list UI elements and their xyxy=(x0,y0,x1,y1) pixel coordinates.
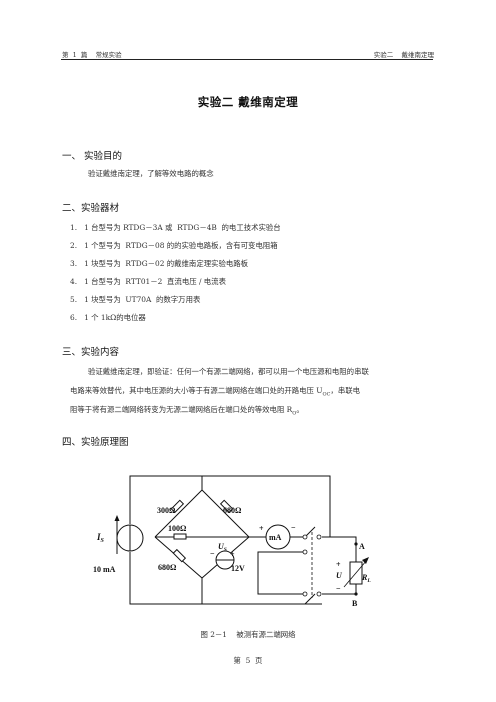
bridge-top-right xyxy=(201,489,250,538)
label-u: U xyxy=(336,571,343,580)
label-ma-minus: − xyxy=(291,523,296,532)
label-us-value: 12V xyxy=(231,564,245,573)
label-is: IS xyxy=(96,532,105,544)
content-subscript: OC xyxy=(322,391,331,398)
header-left: 第 1 篇 常规实验 xyxy=(62,51,122,59)
figure-caption: 图 2－1 被测有源二端网络 xyxy=(200,630,296,639)
label-is-value: 10 mA xyxy=(93,565,116,574)
resistor-300 xyxy=(170,499,185,514)
content-text: ，串联电 xyxy=(330,386,360,395)
page-footer: 第 5 页 xyxy=(233,656,263,665)
label-us-plus: + xyxy=(230,550,235,559)
resistor-680-bottom xyxy=(172,548,187,563)
content-text: 电路来等效替代，其中电压源的大小等于有源二端网络在端口处的开路电压 U xyxy=(70,386,323,395)
label-r300: 300Ω xyxy=(157,506,176,515)
label-rl: RL xyxy=(361,573,371,584)
content-subscript: O xyxy=(292,410,297,417)
wire-load-top xyxy=(322,536,357,562)
switch-contact xyxy=(316,591,322,597)
equipment-item: 3. 1 块型号为 RTDG－02 的戴维南定理实验电路板 xyxy=(70,259,249,268)
header-right: 实验二 戴维南定理 xyxy=(373,51,434,59)
label-us-minus: − xyxy=(210,549,215,558)
content-text: 阻等于将有源二端网络转变为无源二端网络后在端口处的等效电阻 R xyxy=(70,405,293,414)
wire-bottom xyxy=(129,552,203,605)
page-title: 实验二 戴维南定理 xyxy=(197,95,299,109)
switch-contact xyxy=(316,534,322,540)
terminal-b-dot xyxy=(354,592,358,596)
variable-arrow xyxy=(343,559,368,588)
switch-blade-lower xyxy=(304,593,316,605)
switch-contact xyxy=(302,591,308,597)
equipment-item: 4. 1 台型号为 RTT01－2 直流电压 / 电流表 xyxy=(70,277,226,286)
equipment-item: 2. 1 个型号为 RTDG－08 的的实验电路板，含有可变电阻箱 xyxy=(70,241,278,250)
label-u-plus: + xyxy=(336,560,341,569)
label-r100: 100Ω xyxy=(168,524,187,533)
content-paragraph-line: 电路来等效替代，其中电压源的大小等于有源二端网络在端口处的开路电压 UOC，串联… xyxy=(70,385,360,397)
switch-contact xyxy=(302,549,308,555)
label-r680-top: 680Ω xyxy=(223,506,242,515)
resistor-680-top xyxy=(219,499,234,514)
resistor-100 xyxy=(173,533,187,540)
wire-short-loop xyxy=(257,551,305,595)
label-terminal-a: A xyxy=(359,542,365,551)
section-purpose-text: 验证戴维南定理，了解等效电路的概念 xyxy=(88,169,214,178)
milliammeter xyxy=(265,524,291,550)
content-paragraph-line: 阻等于将有源二端网络转变为无源二端网络后在端口处的等效电阻 RO。 xyxy=(70,404,304,416)
section-content-heading: 三、实验内容 xyxy=(62,347,120,358)
label-u-minus: − xyxy=(336,584,341,593)
section-purpose-heading: 一、 实验目的 xyxy=(62,151,123,162)
equipment-item: 5. 1 块型号为 UT70A 的数字万用表 xyxy=(70,295,201,304)
content-text: 。 xyxy=(296,405,304,414)
label-ma: mA xyxy=(269,533,282,542)
label-terminal-b: B xyxy=(352,599,358,608)
wire-left-top xyxy=(129,475,203,524)
section-equipment-heading: 二、实验器材 xyxy=(62,203,120,214)
switch-contact xyxy=(302,534,308,540)
equipment-item: 1. 1 台型号为 RTDG－3A 或 RTDG－4B 的电工技术实验台 xyxy=(70,223,281,232)
equipment-item: 6. 1 个 1kΩ的电位器 xyxy=(70,313,146,322)
label-us: US xyxy=(218,542,227,553)
section-principle-heading: 四、实验原理图 xyxy=(62,437,129,448)
label-r680-bottom: 680Ω xyxy=(158,563,177,572)
label-ma-plus: + xyxy=(259,524,264,533)
terminal-a-dot xyxy=(354,542,358,546)
content-paragraph-line: 验证戴维南定理，即验证：任何一个有源二端网络，都可以用一个电压源和电阻的串联 xyxy=(88,367,369,376)
bridge-top-left xyxy=(154,489,203,538)
header-divider xyxy=(61,59,433,60)
wire-right-top xyxy=(202,475,331,538)
